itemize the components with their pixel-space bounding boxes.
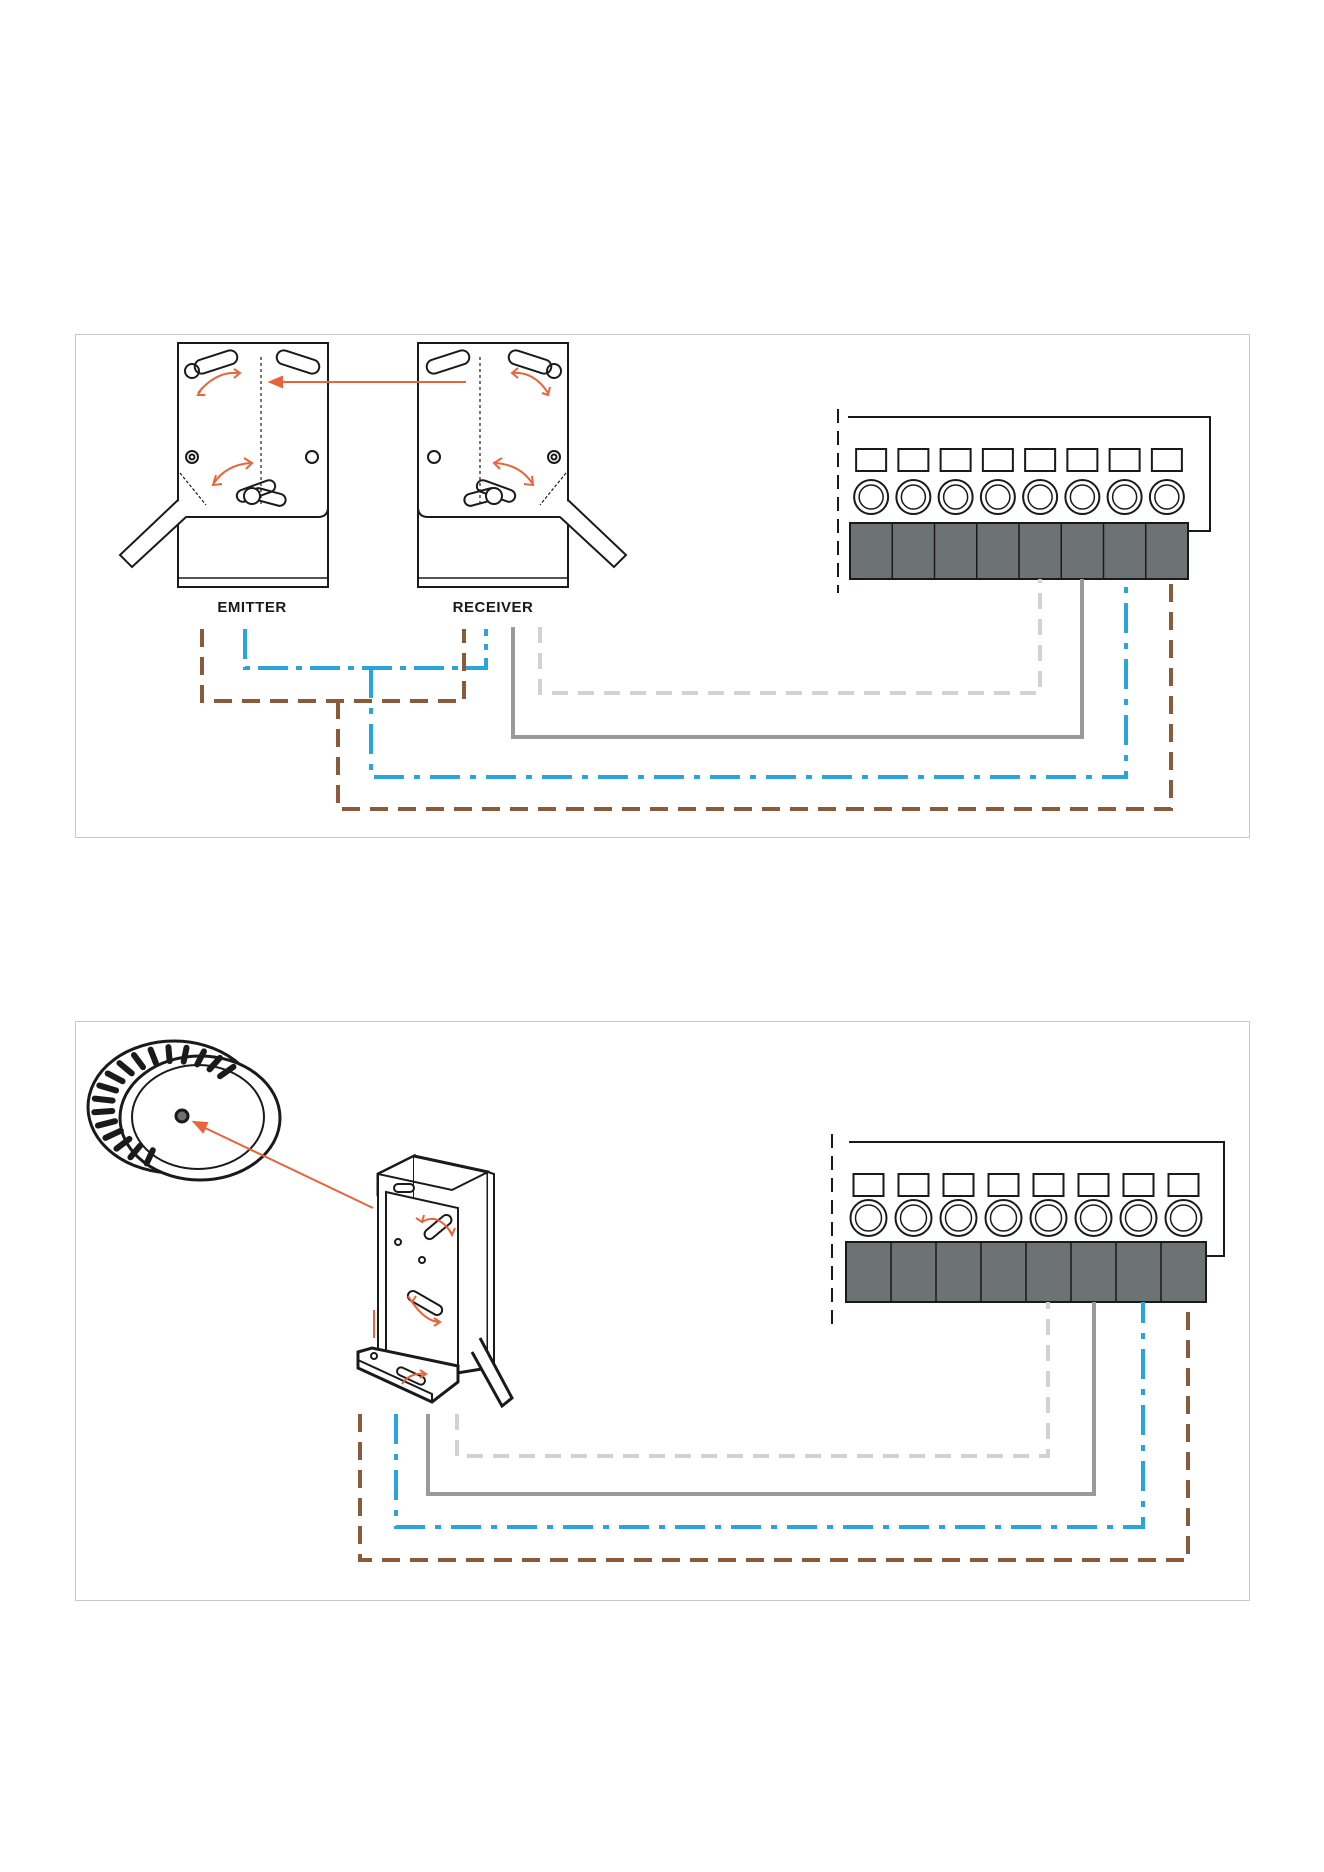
wheel-rib	[95, 1099, 113, 1101]
terminal-label-box	[1025, 449, 1055, 471]
diffuse-sensor-wiring-diagram	[75, 1021, 1250, 1601]
receiver-label: RECEIVER	[453, 599, 534, 616]
terminal-screws	[854, 480, 1184, 514]
wire-brown-emitter-receiver	[202, 629, 464, 701]
wire-blue-emitter-receiver	[245, 629, 486, 668]
terminal-label-box	[944, 1174, 974, 1196]
emitter-sensor	[120, 343, 328, 587]
terminal-block	[838, 409, 1210, 593]
terminal-label-box	[899, 1174, 929, 1196]
terminal-label-box	[989, 1174, 1019, 1196]
wheel-rib	[94, 1111, 112, 1112]
wheel-rib	[184, 1048, 187, 1062]
through-beam-wiring-diagram: EMITTER RECEIVER	[75, 334, 1250, 838]
terminal-label-box	[1034, 1174, 1064, 1196]
wire-light-grey-2	[457, 1302, 1048, 1456]
terminal-block-2	[832, 1134, 1224, 1332]
wheel-rib	[168, 1047, 169, 1061]
terminal-label-box	[898, 449, 928, 471]
wire-grey	[513, 579, 1082, 737]
target-wheel	[88, 1041, 280, 1180]
terminal-label-box	[854, 1174, 884, 1196]
receiver-sensor	[418, 343, 626, 587]
terminal-screws-2	[851, 1200, 1202, 1236]
through-beam-svg: EMITTER RECEIVER	[76, 335, 1249, 837]
terminal-label-box	[941, 449, 971, 471]
terminal-label-boxes-2	[854, 1174, 1199, 1196]
terminal-label-boxes	[856, 449, 1182, 471]
emitter-label: EMITTER	[217, 599, 286, 616]
terminal-label-box	[856, 449, 886, 471]
terminal-label-box	[1079, 1174, 1109, 1196]
terminal-label-box	[983, 449, 1013, 471]
terminal-label-box	[1152, 449, 1182, 471]
terminal-label-box	[1067, 449, 1097, 471]
wire-light-grey	[540, 579, 1040, 693]
wheel-rib	[98, 1121, 115, 1125]
wire-grey-2	[428, 1302, 1094, 1494]
terminal-label-box	[1110, 449, 1140, 471]
diffuse-sensor	[358, 1156, 512, 1406]
terminal-label-box	[1124, 1174, 1154, 1196]
wires	[202, 579, 1171, 809]
diffuse-sensor-svg	[76, 1022, 1249, 1600]
terminal-label-box	[1169, 1174, 1199, 1196]
